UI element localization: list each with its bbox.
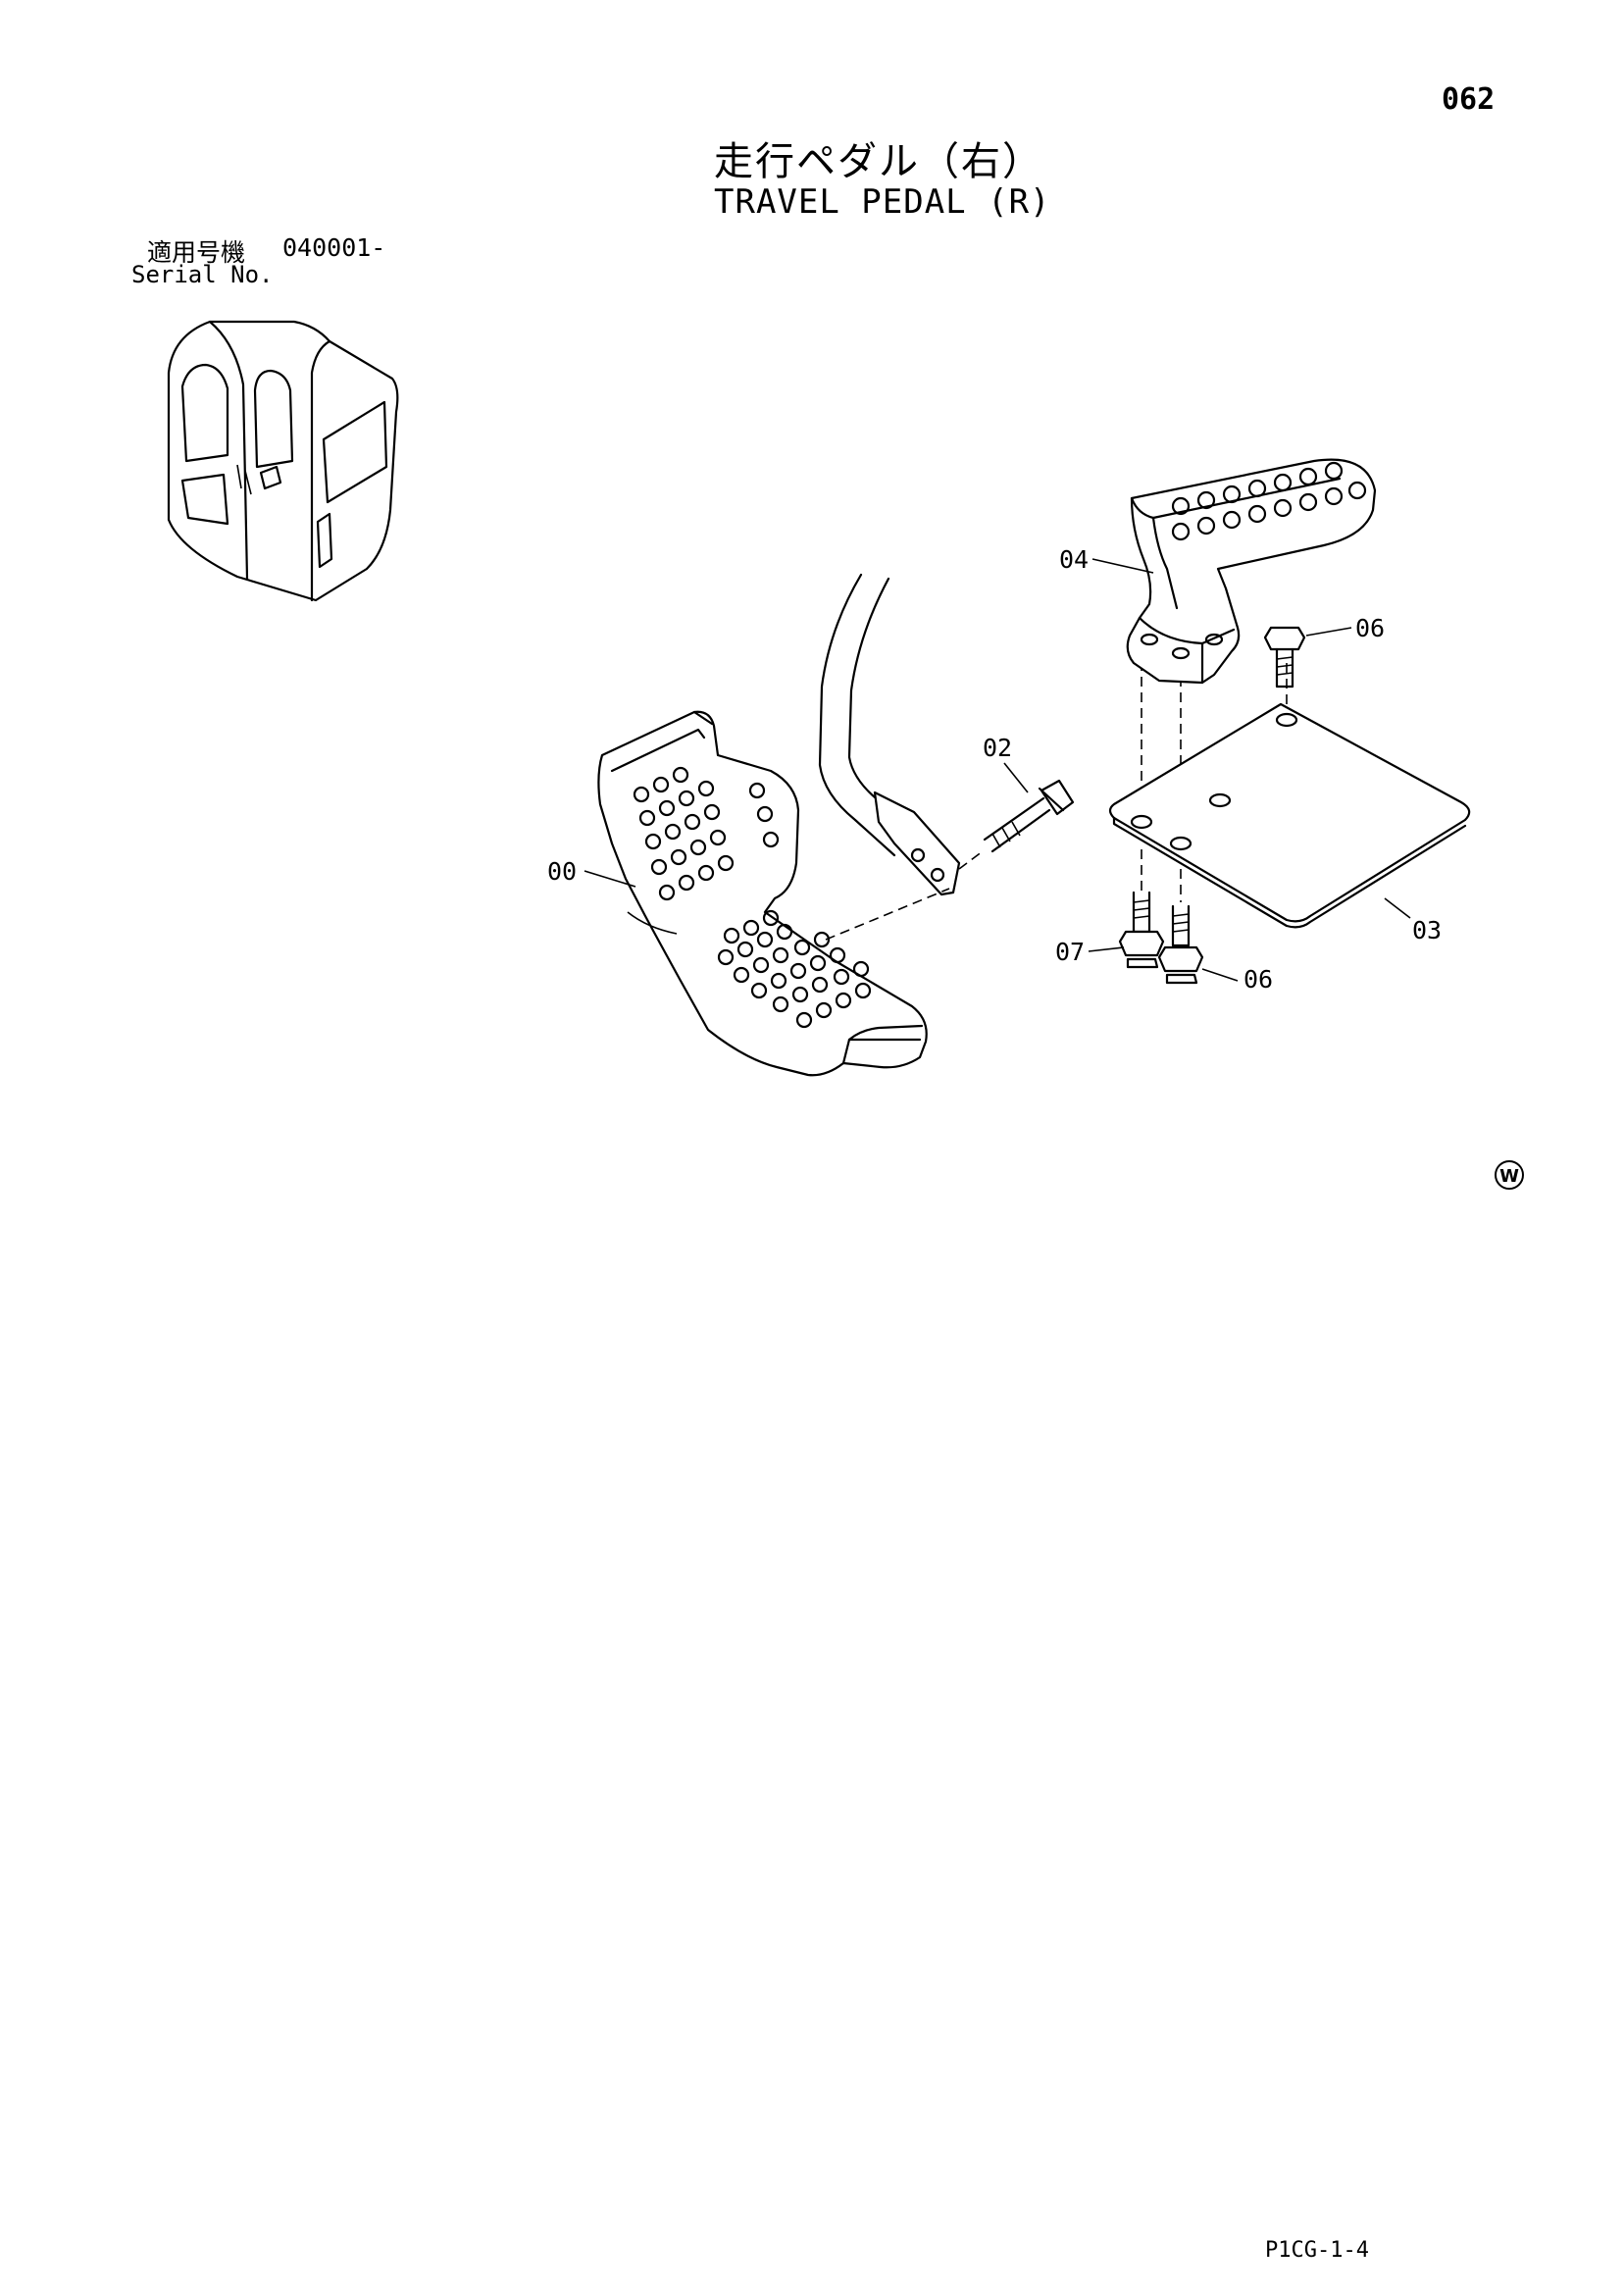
serial-label-english: Serial No. — [131, 261, 274, 288]
assembly-line-rod-to-bolt — [958, 850, 984, 870]
pedal-grip-holes-upper — [1171, 461, 1367, 541]
leader-03 — [1384, 897, 1411, 919]
assembly-line-pedal-to-rod — [825, 888, 950, 941]
w-mark-icon: W — [1495, 1160, 1524, 1190]
title-english: TRAVEL PEDAL (R) — [714, 182, 1051, 222]
leader-06-upper — [1305, 627, 1352, 637]
drawing-code: P1CG-1-4 — [1265, 2238, 1369, 2263]
pedal-lever-rod — [818, 573, 961, 896]
part-label-06-upper: 06 — [1355, 614, 1386, 642]
part-label-03: 03 — [1412, 916, 1443, 944]
leader-07 — [1088, 946, 1125, 952]
bolt-07-shape — [1118, 891, 1165, 969]
mounting-plate-03-shape — [1108, 702, 1471, 929]
leader-06-lower — [1201, 968, 1239, 982]
cab-locator-icon — [167, 320, 399, 602]
bolt-06-lower-shape — [1157, 904, 1204, 985]
part-label-02: 02 — [983, 734, 1013, 762]
upper-pedal-04-shape — [1126, 458, 1377, 685]
leader-00 — [584, 870, 636, 888]
foot-pedal-shape — [597, 710, 928, 1077]
serial-label-japanese: 適用号機 — [147, 238, 246, 267]
serial-value: 040001- — [282, 233, 386, 262]
page-number: 062 — [1442, 82, 1496, 117]
part-label-04: 04 — [1059, 545, 1090, 574]
bolt-02-shape — [983, 779, 1075, 853]
pedal-grip-holes-left — [633, 766, 872, 1029]
part-label-06-lower: 06 — [1243, 965, 1274, 994]
part-label-07: 07 — [1055, 938, 1086, 966]
title-japanese: 走行ペダル（右） — [714, 139, 1043, 184]
leader-02 — [1003, 762, 1029, 793]
leader-04 — [1091, 558, 1154, 574]
bolt-06-upper-shape — [1263, 626, 1306, 689]
part-label-00: 00 — [547, 857, 578, 886]
